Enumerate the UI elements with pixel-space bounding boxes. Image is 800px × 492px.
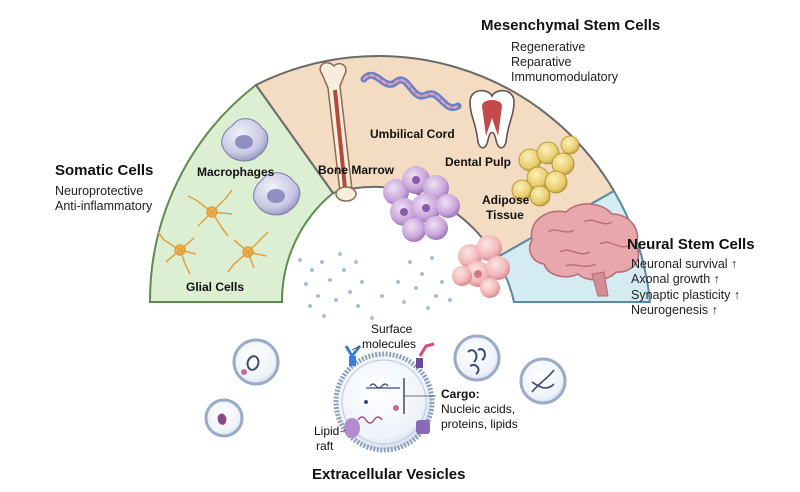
small-vesicle-right <box>453 334 501 382</box>
somatic-effect-2: Anti-inflammatory <box>55 199 153 213</box>
somatic-title: Somatic Cells <box>55 162 154 179</box>
glial-cell-icon <box>157 189 269 275</box>
vesicle-icon <box>333 342 435 453</box>
umbilical-cord-label: Umbilical Cord <box>370 127 455 141</box>
somatic-sector <box>148 83 335 303</box>
cargo-line-1: Nucleic acids, <box>441 402 516 416</box>
adipose-label-line2: Tissue <box>486 208 524 222</box>
dna-icon <box>519 357 567 405</box>
bone-icon <box>319 62 357 202</box>
small-vesicle-bottom-left <box>204 398 244 438</box>
surface-label-line1: Surface <box>371 322 413 336</box>
mesenchymal-effect-2: Reparative <box>511 55 572 69</box>
cargo-title: Cargo: <box>441 387 480 401</box>
adipocyte-cluster-icon <box>511 135 580 207</box>
somatic-effect-1: Neuroprotective <box>55 184 144 198</box>
neural-effect-1: Neuronal survival ↑ <box>631 257 738 271</box>
brain-icon <box>528 203 640 297</box>
mesenchymal-effect-3: Immunomodulatory <box>511 70 618 84</box>
mesenchymal-title: Mesenchymal Stem Cells <box>481 17 661 34</box>
neural-effect-2: Axonal growth ↑ <box>631 272 720 286</box>
neural-effect-4: Neurogenesis ↑ <box>631 303 718 317</box>
lipid-raft-line1: Lipid <box>314 424 340 438</box>
macrophages-label: Macrophages <box>197 165 275 179</box>
tooth-icon <box>469 89 515 149</box>
macrophage-icon <box>221 118 301 216</box>
adipose-label-line1: Adipose <box>482 193 530 207</box>
neural-effect-3: Synaptic plasticity ↑ <box>631 288 741 302</box>
neural-title: Neural Stem Cells <box>627 236 755 253</box>
small-vesicle-left <box>232 338 280 386</box>
lipid-raft-line2: raft <box>316 439 334 453</box>
released-vesicle-dots <box>298 252 452 320</box>
dental-pulp-label: Dental Pulp <box>445 155 512 169</box>
extracellular-vesicles-title: Extracellular Vesicles <box>312 466 466 483</box>
bone-marrow-label: Bone Marrow <box>318 163 395 177</box>
stem-cell-cluster-icon <box>383 166 460 242</box>
umbilical-cord-icon <box>360 71 462 111</box>
cargo-line-2: proteins, lipids <box>441 417 518 431</box>
mesenchymal-effect-1: Regenerative <box>511 40 586 54</box>
surface-label-line2: molecules <box>362 337 417 351</box>
glial-cells-label: Glial Cells <box>186 280 245 294</box>
neural-cell-cluster-icon <box>452 235 510 298</box>
